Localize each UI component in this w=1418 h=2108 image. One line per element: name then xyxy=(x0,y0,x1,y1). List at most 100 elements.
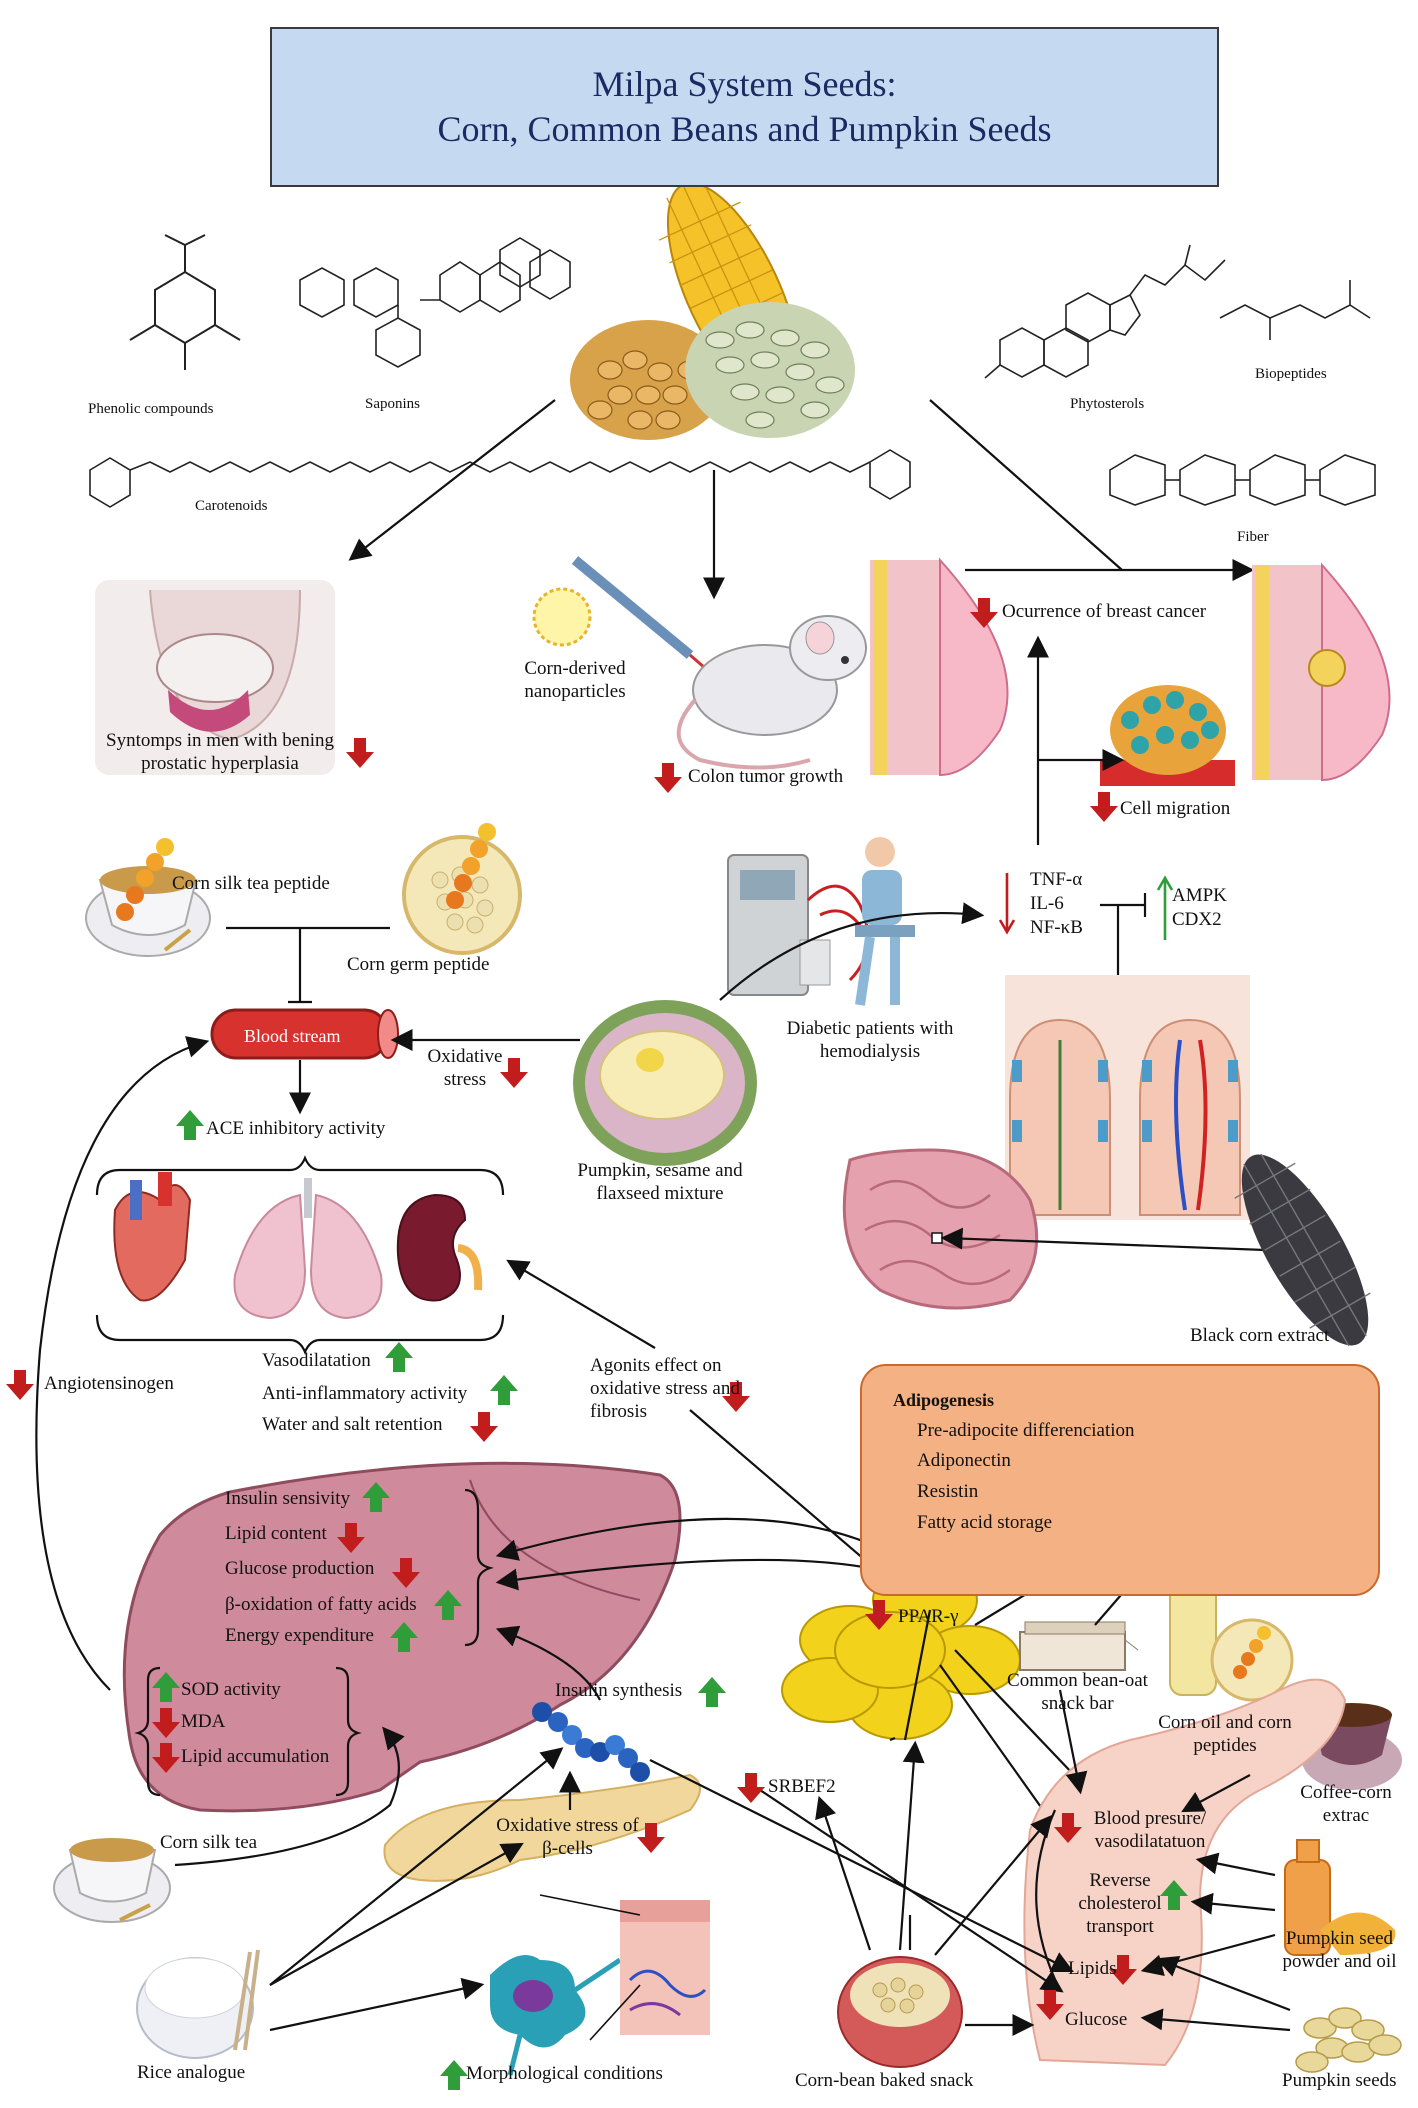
label-beta-cells: Oxidative stress of β-cells xyxy=(496,1815,639,1859)
label-ampk-markers: AMPK CDX2 xyxy=(1172,884,1227,932)
rice-bowl-icon xyxy=(136,1949,260,2059)
neuron-icon xyxy=(490,1955,622,2076)
down-arrow-glucose xyxy=(1036,1990,1064,2020)
adipogenesis-title: Adipogenesis xyxy=(893,1390,995,1410)
label-germ-peptide: Corn germ peptide xyxy=(347,954,490,975)
label-inflam-markers: TNF-α IL-6 NF-κB xyxy=(1030,868,1083,940)
up-arrow-energy xyxy=(390,1622,418,1652)
label-agonist: Agonits effect on oxidative stress and f… xyxy=(590,1355,740,1422)
up-arrow-vaso xyxy=(385,1342,413,1372)
insulin-molecule-icon xyxy=(532,1702,650,1782)
adipo-item-3: Resistin xyxy=(917,1481,979,1502)
pancreas-icon xyxy=(383,1773,701,1882)
carotenoid-structure-icon xyxy=(89,449,911,508)
tnf-down-arrow xyxy=(998,873,1016,935)
phenolic-structure-icon xyxy=(129,234,241,370)
label-ace: ACE inhibitory activity xyxy=(206,1118,386,1139)
down-arrow-glucose-prod xyxy=(392,1558,420,1588)
peptide-chain-icon-a xyxy=(116,838,174,921)
up-arrow-reverse xyxy=(1160,1880,1188,1910)
up-arrow-insulin-synth xyxy=(698,1677,726,1707)
marker-ampk: AMPK xyxy=(1172,885,1227,906)
marker-tnf: TNF-α xyxy=(1030,869,1083,890)
label-srbef: SRBEF2 xyxy=(768,1776,836,1797)
label-water-salt: Water and salt retention xyxy=(262,1414,443,1435)
label-fiber: Fiber xyxy=(1237,529,1269,545)
label-coffee: Coffee-corn extrac xyxy=(1300,1782,1392,1826)
corn-silk-tea-cup-icon-bottom xyxy=(53,1838,171,1923)
label-pumpkin-seeds: Pumpkin seeds xyxy=(1282,2070,1397,2091)
saponin-structure-icon xyxy=(299,237,571,368)
label-glucose: Glucose xyxy=(1065,2009,1128,2030)
label-black-corn: Black corn extract xyxy=(1190,1325,1330,1346)
label-breast-cancer: Ocurrence of breast cancer xyxy=(1002,601,1207,622)
liver-item-3: Glucose production xyxy=(225,1558,375,1579)
label-colon-tumor: Colon tumor growth xyxy=(688,766,844,787)
marker-il6: IL-6 xyxy=(1030,893,1064,915)
adipo-item-4: Fatty acid storage xyxy=(917,1512,1053,1533)
up-arrow-boxidation xyxy=(434,1590,462,1620)
liver-item-4: β-oxidation of fatty acids xyxy=(225,1594,417,1615)
ampk-up-arrow xyxy=(1156,875,1174,940)
label-nanoparticles: Corn-derived nanoparticles xyxy=(524,658,626,702)
label-phenolic: Phenolic compounds xyxy=(88,401,214,417)
label-saponins: Saponins xyxy=(365,396,421,412)
tumor-cells-icon xyxy=(1100,685,1235,786)
intestinal-villi-icon xyxy=(1005,975,1250,1220)
label-bean-snack: Common bean-oat snack bar xyxy=(1007,1670,1148,1714)
liver-stress-2: MDA xyxy=(181,1711,226,1732)
down-arrow-prostate xyxy=(346,738,374,768)
down-arrow-migration xyxy=(1090,792,1118,822)
up-arrow-insulin-sens xyxy=(362,1482,390,1512)
down-arrow-water xyxy=(470,1412,498,1442)
down-arrow-mda xyxy=(152,1708,180,1738)
liver-item-2: Lipid content xyxy=(225,1523,327,1544)
diagram-title-box: Milpa System Seeds: Corn, Common Beans a… xyxy=(270,27,1219,187)
fiber-structure-icon xyxy=(1109,454,1376,506)
label-ppar: PPAR-γ xyxy=(898,1606,959,1627)
label-insulin-synthesis: Insulin synthesis xyxy=(555,1680,683,1701)
down-arrow-lipid xyxy=(337,1523,365,1553)
label-cell-migration: Cell migration xyxy=(1120,798,1231,819)
label-morphological: Morphological conditions xyxy=(466,2063,663,2084)
up-arrow-antiinflam xyxy=(490,1375,518,1405)
label-rice: Rice analogue xyxy=(137,2062,246,2083)
phytosterol-structure-icon xyxy=(984,244,1226,379)
pumpkin-oil-bottle-icon xyxy=(1284,1839,1396,1956)
label-anti-inflam: Anti-inflammatory activity xyxy=(262,1383,468,1404)
down-arrow-lipids xyxy=(1109,1955,1137,1985)
down-arrow-agonist xyxy=(722,1382,750,1412)
label-pumpkin-mixture: Pumpkin, sesame and flaxseed mixture xyxy=(577,1160,743,1204)
dialysis-icon xyxy=(727,837,915,1006)
up-arrow-ace xyxy=(176,1110,204,1140)
label-dialysis: Diabetic patients with hemodialysis xyxy=(786,1018,954,1062)
label-reverse-cholesterol: Reverse cholesterol transport xyxy=(1078,1870,1162,1937)
black-corn-icon xyxy=(1234,1153,1371,1347)
pumpkin-mixture-icon xyxy=(573,1000,757,1166)
up-arrow-morph xyxy=(440,2060,468,2090)
down-arrow-ppar xyxy=(865,1600,893,1630)
down-arrow-lipid-acc xyxy=(152,1743,180,1773)
marker-cdx2: CDX2 xyxy=(1172,909,1222,931)
label-baked-snack: Corn-bean baked snack xyxy=(795,2070,974,2091)
label-pumpkin-powder: Pumpkin seed powder and oil xyxy=(1282,1928,1397,1972)
snack-bar-icon xyxy=(1019,1621,1139,1671)
milpa-seeds-icon xyxy=(570,180,855,440)
pumpkin-seeds-icon xyxy=(1295,2007,1402,2073)
label-blood-pressure: Blood presure/ vasodilatatuon xyxy=(1093,1808,1207,1852)
liver-item-5: Energy expenditure xyxy=(225,1625,374,1646)
label-prostate: Syntomps in men with bening prostatic hy… xyxy=(106,730,334,774)
label-phytosterols: Phytosterols xyxy=(1070,396,1145,412)
down-arrow-beta xyxy=(637,1823,665,1853)
label-tea-peptide: Corn silk tea peptide xyxy=(172,873,330,894)
down-arrow-srbef xyxy=(737,1773,765,1803)
label-carotenoids: Carotenoids xyxy=(195,498,268,514)
down-arrow-bp xyxy=(1054,1813,1082,1843)
mouse-icon xyxy=(676,615,867,770)
label-blood-stream: Blood stream xyxy=(244,1026,341,1046)
adipogenesis-panel xyxy=(860,1364,1380,1596)
kidney-icon xyxy=(396,1193,483,1302)
down-arrow-angio xyxy=(6,1370,34,1400)
lungs-icon xyxy=(233,1178,383,1320)
